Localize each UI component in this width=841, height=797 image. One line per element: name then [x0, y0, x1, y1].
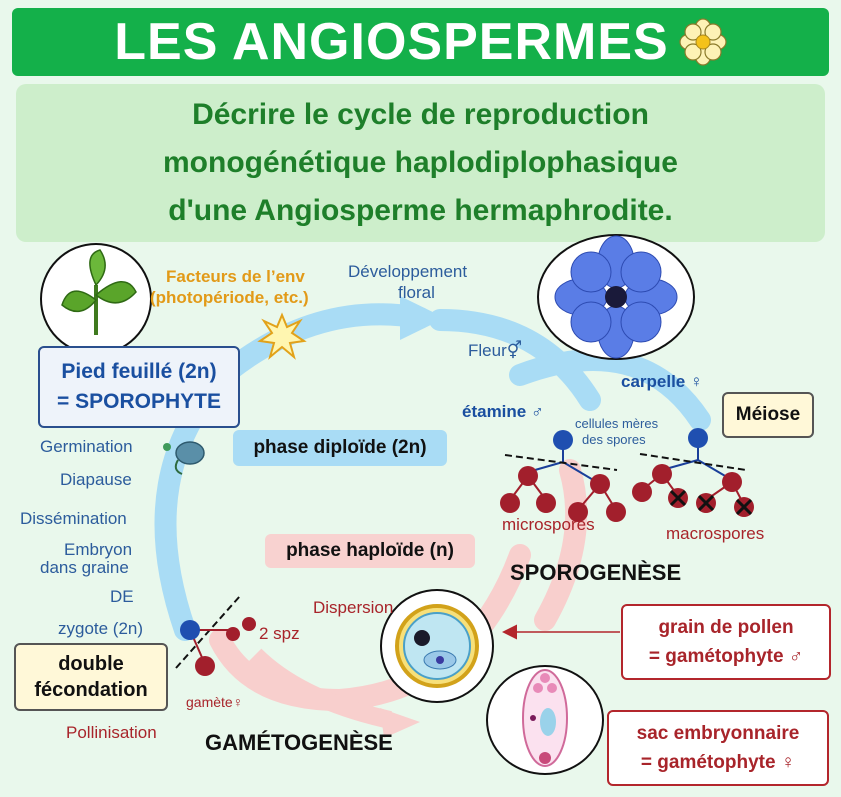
pollen-line-1: grain de pollen: [658, 617, 794, 638]
spore-mother-cell: [553, 430, 573, 450]
env-factors-line-2: (photopériode, etc.): [150, 288, 309, 307]
germination-label: Germination: [40, 437, 133, 456]
microspore-tree: [500, 430, 626, 522]
zygote-label: zygote (2n): [58, 619, 144, 638]
female-gamete-label: gamète♀: [186, 694, 244, 710]
diapause-label: Diapause: [60, 470, 132, 489]
zygote-cell: [180, 620, 200, 640]
meiosis-label: Méiose: [735, 404, 801, 425]
embryo-sac-line-2: = gamétophyte ♀: [640, 752, 796, 773]
sperm-cell: [242, 617, 256, 631]
de-label: DE: [110, 587, 134, 606]
female-gamete-cell: [195, 656, 215, 676]
flower-icon: [679, 18, 727, 66]
embryo-line-1: Embryon: [64, 540, 133, 559]
embryo-sac-box: sac embryonnaire = gamétophyte ♀: [607, 710, 829, 786]
pollen-box: grain de pollen = gamétophyte ♂: [621, 604, 831, 680]
carpel-label: carpelle ♀: [621, 372, 703, 391]
objective-line-1: Décrire le cycle de reproduction: [192, 98, 649, 131]
floral-dev-line-2: floral: [398, 283, 435, 302]
double-fertilization-line-1: double: [58, 653, 124, 675]
sporophyte-line-1: Pied feuillé (2n): [61, 360, 217, 383]
sporophyte-line-2: = SPOROPHYTE: [57, 390, 221, 413]
pollination-label: Pollinisation: [66, 723, 157, 742]
spore-mother-line-2: des spores: [582, 432, 646, 447]
stamen-label: étamine ♂: [462, 402, 544, 421]
header-banner: LES ANGIOSPERMES: [12, 8, 829, 76]
sperm-cell: [226, 627, 240, 641]
flower-label: Fleur⚥: [468, 341, 523, 360]
double-fertilization-box: double fécondation: [14, 643, 168, 711]
haploid-arrowhead: [380, 708, 420, 738]
double-fertilization-line-2: fécondation: [34, 679, 148, 701]
sporogenesis-label: SPOROGENÈSE: [510, 560, 682, 585]
env-factors-line-1: Facteurs de l’env: [166, 267, 305, 286]
dissemination-label: Dissémination: [20, 509, 127, 528]
sporophyte-box: Pied feuillé (2n) = SPOROPHYTE: [38, 346, 240, 428]
macrospores-label: macrospores: [666, 524, 765, 543]
spore-mother-line-1: cellules mères: [575, 416, 659, 431]
leaf-plant-icon: [40, 243, 152, 355]
fertilization-diagram: [175, 595, 256, 676]
objective-line-3: d'une Angiosperme hermaphrodite.: [168, 194, 673, 227]
diploid-phase-badge: phase diploïde (2n): [233, 430, 447, 466]
objective-line-2: monogénétique haplodiplophasique: [163, 146, 678, 179]
seed-icon: [163, 441, 205, 475]
microspores-label: microspores: [502, 515, 595, 534]
diploid-phase-label: phase diploïde (2n): [253, 437, 427, 458]
page-title: LES ANGIOSPERMES: [114, 13, 669, 71]
gametogenesis-label: GAMÉTOGENÈSE: [205, 730, 393, 755]
floral-dev-line-1: Développement: [348, 262, 468, 281]
embryo-sac-line-1: sac embryonnaire: [636, 723, 800, 744]
anemone-flower-icon: [537, 234, 695, 360]
embryo-line-2: dans graine: [40, 558, 129, 577]
haploid-phase-badge: phase haploïde (n): [265, 534, 475, 568]
degenerated-cross-icons: [669, 489, 753, 516]
embryo-sac-icon: [486, 665, 604, 775]
pollen-grain-icon: [380, 589, 494, 703]
dispersion-label: Dispersion: [313, 598, 394, 617]
objective-box: Décrire le cycle de reproduction monogén…: [16, 84, 825, 242]
sperm-count-label: 2 spz: [259, 624, 300, 643]
diploid-arrowhead: [400, 296, 445, 340]
macrospore-tree: [632, 428, 754, 517]
meiosis-box: Méiose: [722, 392, 814, 438]
pollen-line-2: = gamétophyte ♂: [648, 646, 804, 667]
haploid-phase-label: phase haploïde (n): [286, 540, 454, 561]
burst-icon: [257, 312, 307, 360]
